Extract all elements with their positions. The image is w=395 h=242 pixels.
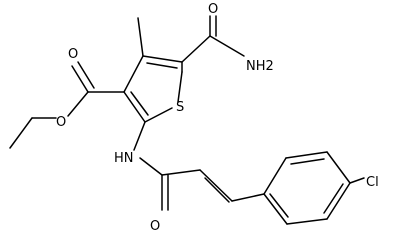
bond-c2-n	[133, 121, 146, 151]
bond-n-cacyl	[139, 157, 163, 176]
bond-c-n-amide	[209, 35, 245, 57]
chlorine-label: Cl	[366, 175, 379, 190]
bond-ar-double-2	[323, 183, 344, 214]
bond-s-c2	[144, 107, 173, 123]
thiophene-ring	[123, 55, 183, 123]
chlorophenyl-ring: Cl	[263, 151, 379, 225]
bond-c5-s-lower	[177, 71, 183, 103]
ester-carbonyl-oxygen-label: O	[68, 47, 78, 62]
amide-nh2-label: NH2	[246, 59, 274, 74]
bond-c2-c3	[123, 91, 146, 123]
acyl-oxygen-label: O	[150, 219, 160, 234]
amide-nh-label: HN	[114, 151, 134, 166]
bond-c5-camide	[181, 35, 211, 63]
bond-alkene-1	[199, 169, 233, 202]
bond-cacyl-calpha	[161, 169, 201, 176]
sulfur-label: S	[176, 100, 184, 115]
structure-canvas: O NH2 O O S HN O Cl	[9, 2, 379, 234]
bond-ch2-ch3	[9, 117, 33, 149]
bond-c-oether	[67, 91, 89, 117]
bond-alkene-2	[204, 177, 230, 203]
bond-ar-5	[286, 218, 328, 225]
bond-ar-cl	[349, 177, 365, 184]
bond-methyl	[137, 17, 144, 57]
bond-ar-double-3	[269, 193, 289, 218]
bond-ar-3	[326, 151, 351, 184]
bond-c4-c3	[123, 55, 144, 93]
bond-c4-c5	[142, 55, 183, 63]
molecule-structure: O NH2 O O S HN O Cl	[9, 2, 379, 234]
bond-c2-c3-double	[130, 91, 149, 116]
bond-c4-c5-double	[146, 62, 178, 69]
ester-group: O O	[9, 47, 125, 149]
bond-ar-double-1	[290, 158, 325, 165]
bond-ar-1	[263, 157, 287, 195]
ester-ether-oxygen-label: O	[56, 115, 66, 130]
bond-ar-6	[263, 193, 288, 225]
bond-ar-2	[285, 151, 328, 159]
carboxamide-group: O NH2	[181, 2, 274, 74]
bond-cbeta-aryl	[231, 193, 265, 202]
amide-oxygen-label: O	[208, 2, 218, 17]
bond-c-o-ester-1	[71, 65, 89, 93]
acrylamide-linker: HN O	[114, 121, 265, 234]
bond-ar-4	[326, 182, 351, 220]
bond-c-o-ester-2	[77, 61, 95, 89]
